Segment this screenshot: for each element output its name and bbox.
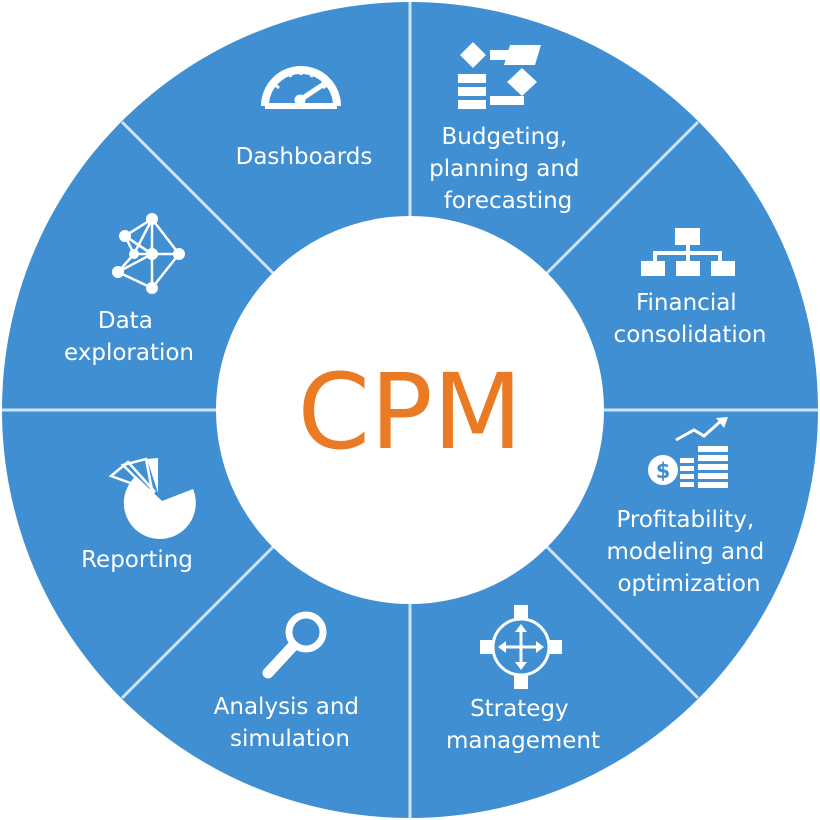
label-line: Budgeting,	[442, 124, 568, 150]
label-line: forecasting	[444, 188, 573, 214]
svg-text:$: $	[656, 459, 671, 483]
label-line: Data	[98, 308, 153, 334]
dashboard-gauge-icon	[261, 66, 341, 109]
label-line: planning and	[429, 156, 579, 182]
magnifier-icon	[262, 611, 327, 679]
segment-label-dashboards: Dashboards	[236, 144, 373, 170]
money-growth-icon: $	[648, 417, 728, 488]
label-line: Strategy	[470, 696, 569, 722]
divider-bottom-left	[120, 544, 276, 700]
divider-top-left	[120, 120, 276, 276]
segment-label-financial-consolidation: Financial consolidation	[614, 290, 767, 348]
center-circle	[216, 216, 604, 604]
segment-label-budgeting: Budgeting, planning and forecasting	[429, 124, 587, 214]
label-line: consolidation	[614, 322, 767, 348]
flowchart-icon	[458, 42, 541, 109]
divider-bottom-right	[544, 544, 700, 700]
label-line: exploration	[64, 340, 194, 366]
label-line: Dashboards	[236, 144, 373, 170]
pie-chart-icon	[108, 457, 196, 539]
segment-label-strategy-management: Strategy management	[446, 696, 600, 754]
label-line: Profitability,	[616, 507, 754, 533]
strategy-arrows-icon	[480, 605, 562, 689]
label-line: management	[446, 728, 600, 754]
divider-top-right	[544, 120, 700, 276]
label-line: Reporting	[81, 547, 193, 573]
segment-label-reporting: Reporting	[81, 547, 193, 573]
label-line: Financial	[636, 290, 737, 316]
org-chart-icon	[641, 228, 735, 276]
segment-label-analysis-simulation: Analysis and simulation	[214, 694, 367, 752]
network-icon	[112, 213, 185, 294]
segment-label-data-exploration: Data exploration	[64, 308, 194, 366]
label-line: modeling and	[606, 539, 764, 565]
label-line: optimization	[617, 571, 760, 597]
center-label: CPM	[297, 351, 522, 473]
label-line: Analysis and	[214, 694, 359, 720]
label-line: simulation	[230, 726, 350, 752]
segment-label-profitability: Profitability, modeling and optimization	[606, 507, 771, 597]
